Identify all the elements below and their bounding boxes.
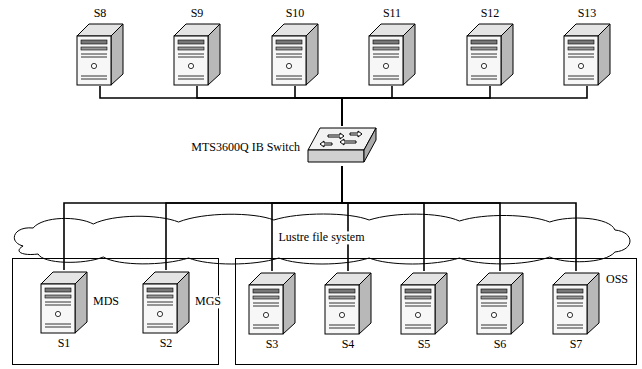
server-label: S13 — [576, 7, 599, 20]
server-icon — [400, 271, 448, 335]
server-label: S2 — [158, 337, 175, 350]
server-label: S3 — [264, 338, 281, 351]
server-icon — [173, 22, 221, 86]
server-label: S1 — [56, 337, 73, 350]
server: S4 — [324, 271, 372, 335]
server: S5 — [400, 271, 448, 335]
server-icon — [142, 270, 190, 334]
server-label: S5 — [416, 338, 433, 351]
server-icon — [324, 271, 372, 335]
server-icon — [368, 22, 416, 86]
server: S12 — [466, 22, 514, 86]
server-icon — [563, 22, 611, 86]
server: S2MGS — [142, 270, 190, 334]
server-label: S4 — [340, 338, 357, 351]
server: S3 — [248, 271, 296, 335]
file-system-cloud: Lustre file system — [8, 212, 635, 264]
network-link — [342, 86, 587, 126]
server-label: S8 — [92, 7, 109, 20]
network-link — [342, 166, 424, 271]
network-link — [342, 86, 490, 126]
network-link — [197, 86, 342, 126]
server-label: S7 — [568, 338, 585, 351]
oss-group-box: OSSS3S4S5S6S7 — [235, 258, 637, 365]
server: S8 — [76, 22, 124, 86]
server-label: S9 — [189, 7, 206, 20]
group-label: OSS — [604, 273, 630, 286]
role-label: MGS — [193, 295, 223, 308]
server-icon — [476, 271, 524, 335]
server-icon — [466, 22, 514, 86]
network-link — [342, 86, 392, 126]
server-label: S6 — [492, 338, 509, 351]
server: S7 — [552, 271, 600, 335]
network-link — [342, 166, 576, 271]
network-link — [342, 166, 348, 271]
server-label: S10 — [284, 7, 307, 20]
switch-label: MTS3600Q IB Switch — [189, 141, 302, 154]
server: S9 — [173, 22, 221, 86]
metadata-group-box — [13, 259, 219, 365]
server-label: S12 — [479, 7, 502, 20]
switch-icon — [306, 126, 378, 166]
server-icon — [248, 271, 296, 335]
role-label: MDS — [91, 295, 121, 308]
server-icon — [271, 22, 319, 86]
network-link — [64, 166, 342, 270]
server: S11 — [368, 22, 416, 86]
server-icon — [552, 271, 600, 335]
server: S10 — [271, 22, 319, 86]
server-icon — [76, 22, 124, 86]
network-link — [295, 86, 342, 126]
server-icon — [40, 270, 88, 334]
server: S13 — [563, 22, 611, 86]
network-link — [272, 166, 342, 271]
network-link — [100, 86, 342, 126]
cloud-label: Lustre file system — [275, 231, 369, 244]
server: S1MDS — [40, 270, 88, 334]
server: S6 — [476, 271, 524, 335]
server-label: S11 — [381, 7, 403, 20]
ib-switch: MTS3600Q IB Switch — [306, 126, 378, 166]
